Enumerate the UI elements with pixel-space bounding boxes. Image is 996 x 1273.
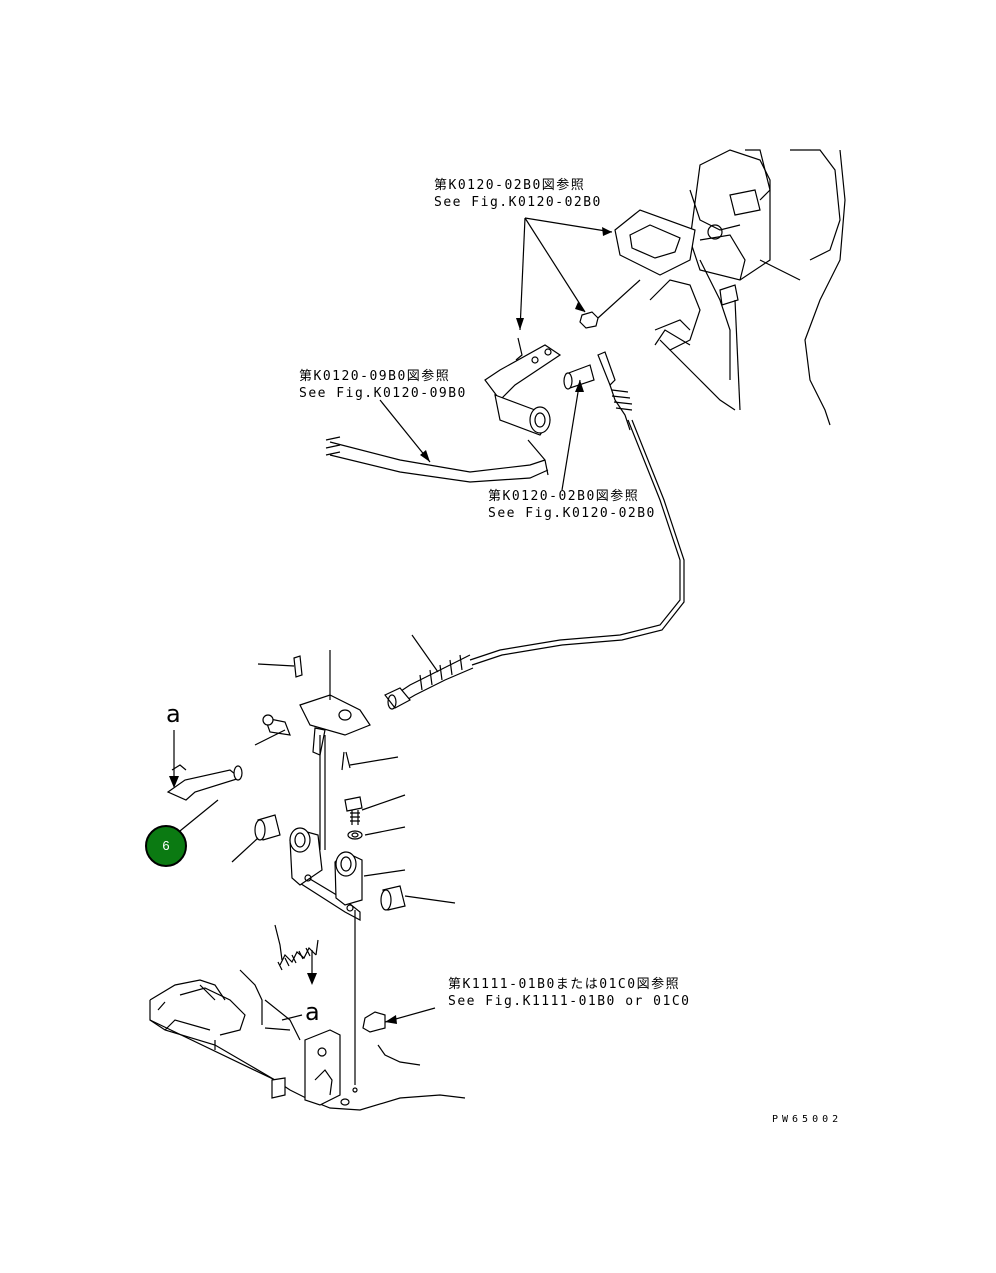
reference-4-en: See Fig.K1111-01B0 or 01C0 <box>448 994 691 1009</box>
reference-4-jp: 第K1111-01B0または01C0図参照 <box>448 977 681 992</box>
marker-a-top: a <box>166 700 181 728</box>
reference-label-2: 第K0120-09B0図参照 See Fig.K0120-09B0 <box>299 368 467 402</box>
bushing-left <box>231 814 281 863</box>
control-plate <box>614 209 723 276</box>
reference-2-jp: 第K0120-09B0図参照 <box>299 369 451 384</box>
floor-plate <box>149 910 466 1111</box>
clip <box>362 1007 436 1066</box>
reference-3-en: See Fig.K0120-02B0 <box>488 506 656 521</box>
control-cable <box>384 351 685 710</box>
upper-leader-lines <box>515 217 641 361</box>
reference-label-4: 第K1111-01B0または01C0図参照 See Fig.K1111-01B0… <box>448 976 691 1010</box>
reference-label-3: 第K0120-02B0図参照 See Fig.K0120-02B0 <box>488 488 656 522</box>
reference-2-en: See Fig.K0120-09B0 <box>299 386 467 401</box>
bushing-right <box>380 885 456 911</box>
washer <box>347 826 406 840</box>
drawing-code: PW65002 <box>772 1114 843 1125</box>
bolt <box>344 794 406 825</box>
pin-upper <box>561 364 595 491</box>
bolt-left <box>254 714 291 746</box>
reference-1-en: See Fig.K0120-02B0 <box>434 195 602 210</box>
upper-console-frame <box>649 149 846 426</box>
lever-bracket <box>484 344 562 436</box>
small-pin <box>293 655 303 678</box>
reference-label-1: 第K0120-02B0図参照 See Fig.K0120-02B0 <box>434 177 602 211</box>
shaft-part6 <box>166 730 243 836</box>
marker-a-bottom: a <box>305 998 320 1026</box>
spring <box>274 924 319 985</box>
lower-lever <box>299 650 371 850</box>
nut <box>579 311 599 329</box>
lever-rod <box>325 436 549 483</box>
reference-3-jp: 第K0120-02B0図参照 <box>488 489 640 504</box>
bracket-base <box>289 827 406 921</box>
split-pin <box>341 751 351 771</box>
part-callout-6[interactable]: 6 <box>145 825 187 867</box>
reference-1-jp: 第K0120-02B0図参照 <box>434 178 586 193</box>
rod-leader <box>379 399 431 463</box>
